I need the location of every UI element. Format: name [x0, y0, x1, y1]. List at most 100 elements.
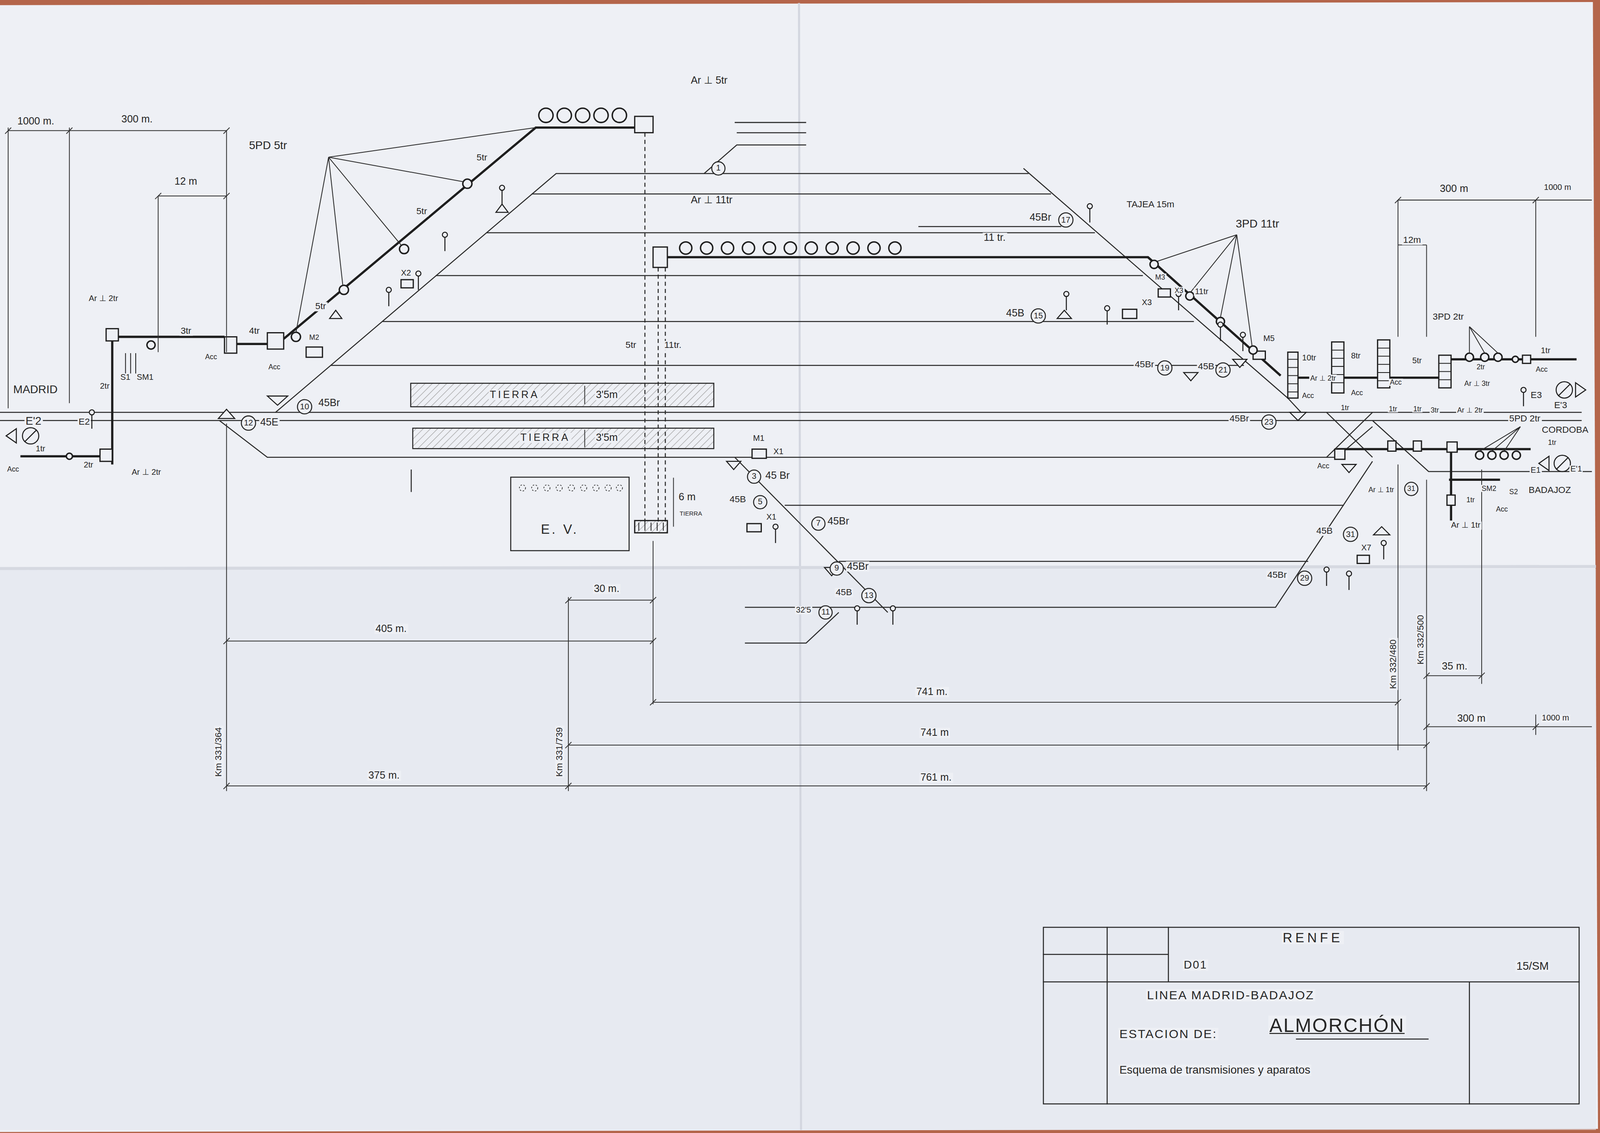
drawing-label: 45B	[1196, 362, 1216, 372]
earth-band: TIERRA3'5m	[410, 382, 715, 408]
drawing-label: M2	[308, 333, 321, 341]
callout-number: 31	[1404, 481, 1419, 496]
drawing-label: 1tr	[1465, 496, 1476, 504]
earth-hatch	[410, 382, 715, 408]
dimension-lines	[5, 127, 1592, 791]
drawing-label: 45Br	[1133, 360, 1156, 370]
drawing-label: 32'5	[794, 606, 813, 615]
drawing-label: 45B	[1315, 526, 1334, 536]
drawing-label: 1tr	[34, 444, 47, 453]
callout-number: 23	[1261, 414, 1277, 430]
drawing-label: SM1	[135, 373, 155, 382]
drawing-label: BADAJOZ	[1527, 485, 1573, 495]
drawing-label: Acc	[6, 465, 21, 473]
drawing-label: 35 m.	[1440, 661, 1469, 672]
drawing-label: X2	[399, 269, 413, 278]
lever-rungs	[125, 347, 1452, 531]
drawing-label: Ar ⊥ 5tr	[689, 75, 729, 86]
drawing-label: 11tr	[1194, 287, 1210, 296]
drawing-label: 5PD 5tr	[248, 139, 289, 152]
drawing-label: 45Br	[317, 397, 341, 408]
drawing-label: 45B	[728, 494, 748, 505]
fold-line	[0, 566, 1596, 569]
kilometre-point: Km 331/364	[214, 725, 224, 778]
callout-number: 21	[1215, 362, 1231, 378]
drawing-label: E'3	[1553, 401, 1569, 411]
drawing-label: 1000 m.	[16, 116, 55, 127]
drawing-label: Acc	[203, 353, 219, 361]
drawing-label: 741 m.	[915, 686, 949, 697]
drawing-label: 375 m.	[367, 770, 401, 781]
kilometre-point: Km 332/500	[1416, 613, 1426, 666]
drawing-label: X1	[772, 447, 785, 457]
drawing-label: 5tr	[624, 340, 638, 351]
kilometre-point: Km 332/480	[1388, 638, 1399, 690]
drawing-label: 1tr	[1387, 405, 1399, 413]
drawing-label: Acc	[1301, 391, 1316, 400]
node-text: RENFE	[1281, 930, 1344, 945]
earth-hatch	[412, 427, 715, 449]
node-text: ALMORCHÓN	[1268, 1015, 1406, 1035]
drawing-label: 5tr	[1411, 357, 1424, 366]
drawing-label: 5PD 2tr	[1508, 414, 1542, 424]
drawing-label: M3	[1154, 273, 1167, 281]
node-text: 15/SM	[1515, 960, 1550, 972]
drawing-label: 45Br	[1266, 570, 1288, 580]
drawing-label: 11 tr.	[982, 232, 1007, 243]
drawing-label: 2tr	[82, 461, 95, 470]
drawing-label: 10tr	[1301, 354, 1318, 363]
drawing-label: TAJEA 15m	[1125, 199, 1176, 210]
drawing-label: 2tr	[98, 382, 111, 391]
drawing-label: 45 Br	[764, 470, 791, 481]
drawing-label: 30 m.	[592, 583, 621, 594]
callout-number: 11	[818, 605, 833, 620]
callout-number: 31	[1342, 526, 1359, 542]
drawing-label: 1tr	[1339, 403, 1351, 412]
callout-number: 13	[861, 587, 877, 604]
drawing-label: S2	[1508, 487, 1520, 495]
drawing-label: X7	[1360, 543, 1373, 552]
drawing-label: MADRID	[12, 383, 59, 396]
drawing-label: Acc	[1534, 365, 1549, 373]
callout-number: 29	[1297, 570, 1313, 586]
drawing-label: E2	[77, 417, 91, 427]
drawing-label: X3	[1140, 298, 1153, 307]
drawing-label: 300 m	[1456, 713, 1487, 724]
drawing-label: 45E	[259, 417, 280, 428]
node-text: D01	[1182, 959, 1209, 971]
node-text: ESTACION DE:	[1118, 1027, 1219, 1040]
drawing-label: 8tr	[1349, 352, 1362, 361]
tracks	[0, 122, 1592, 643]
node-text: LINEA MADRID-BADAJOZ	[1145, 988, 1316, 1001]
drawing-label: 300 m.	[120, 114, 154, 125]
callout-number: 7	[811, 516, 826, 531]
callout-number: 10	[296, 399, 313, 415]
drawing-label: M5	[1262, 334, 1276, 343]
drawing-label: 45Br	[845, 561, 870, 572]
drawing-label: 300 m	[1438, 183, 1470, 194]
drawing-label: 405 m.	[374, 623, 408, 634]
lever-posts	[89, 185, 1527, 625]
drawing-label: E1	[1529, 466, 1542, 475]
drawing-label: Ar ⊥ 1tr	[1367, 485, 1396, 493]
drawing-label: Ar ⊥ 2tr	[1309, 374, 1338, 382]
callout-number: 15	[1030, 308, 1046, 324]
drawing-label: Ar ⊥ 11tr	[689, 194, 734, 205]
drawing-label: Ar ⊥ 2tr	[130, 468, 162, 477]
compensator-rays	[296, 127, 1521, 452]
drawing-label: 5tr	[475, 153, 489, 163]
drawing-label: CORDOBA	[1541, 425, 1590, 435]
drawing-label: 45Br	[826, 516, 850, 527]
kilometre-point: Km 331/739	[555, 725, 565, 778]
drawing-label: Acc	[1349, 388, 1365, 396]
drawing-label: Acc	[1494, 504, 1510, 513]
ev-building: E. V.	[510, 476, 630, 551]
drawing-label: X3	[1173, 286, 1185, 295]
drawing-label: Ar ⊥ 2tr	[1456, 405, 1485, 414]
callout-number: 1	[711, 161, 726, 176]
drawing-label: 3tr	[1429, 405, 1441, 414]
drawing-label: Acc	[1388, 378, 1403, 386]
